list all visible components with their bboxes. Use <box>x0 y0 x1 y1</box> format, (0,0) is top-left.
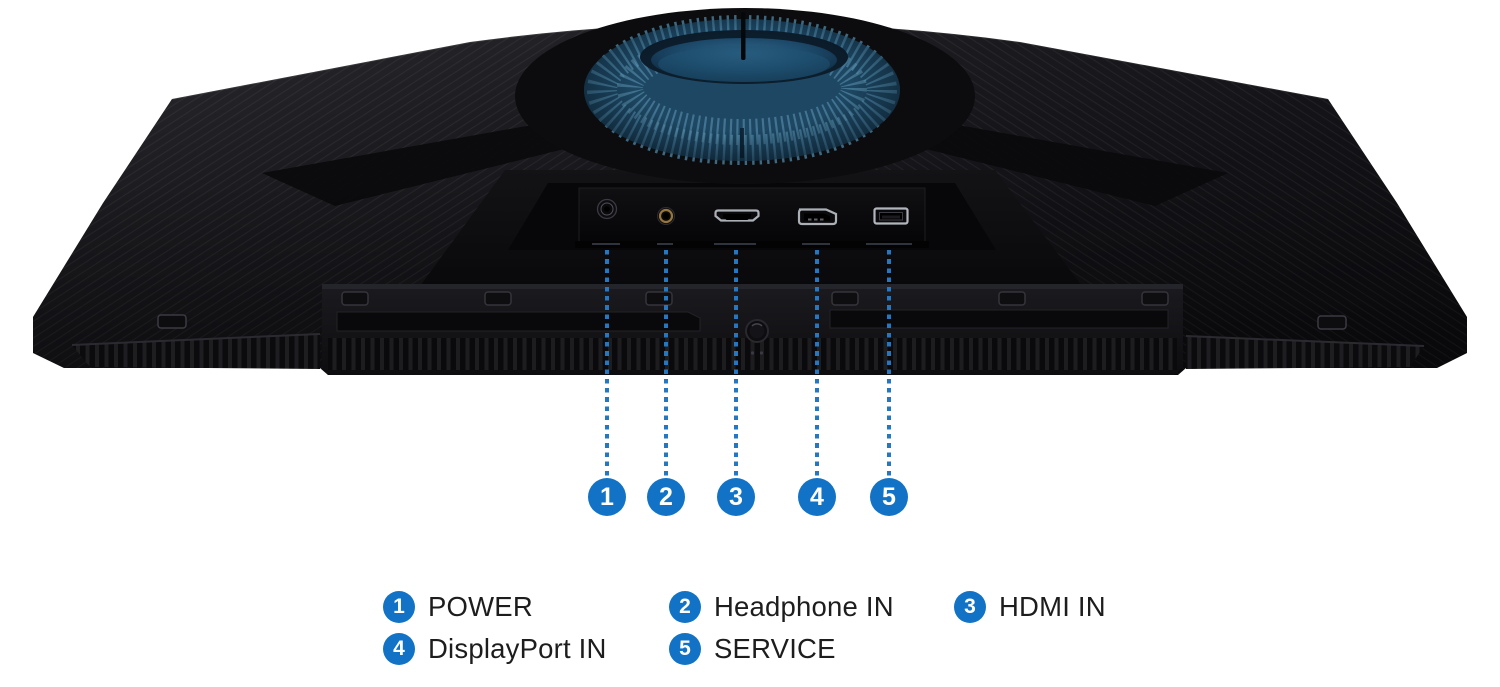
legend-label-displayport-in: DisplayPort IN <box>428 632 607 664</box>
callout-circle-2: 2 <box>647 478 685 516</box>
callout-circle-5: 5 <box>870 478 908 516</box>
callout-line-1 <box>605 250 609 478</box>
right-wing-cutout <box>1317 315 1347 330</box>
bottom-bezel-bar <box>322 284 1183 375</box>
usb-service-port-icon <box>873 207 909 225</box>
legend-item-displayport-in: 4 DisplayPort IN <box>383 632 607 665</box>
legend-label-power: POWER <box>428 590 533 622</box>
left-recessed-slot <box>336 311 701 332</box>
headphone-jack-icon <box>657 207 675 225</box>
legend-item-service: 5 SERVICE <box>669 632 836 665</box>
vent-ribs-center <box>328 338 1177 370</box>
left-wing-vent <box>71 333 321 369</box>
callout-circle-4: 4 <box>798 478 836 516</box>
legend-badge-4: 4 <box>383 632 415 665</box>
right-recessed-slot <box>829 309 1169 329</box>
legend-badge-1: 1 <box>383 590 415 623</box>
displayport-port-icon <box>797 208 838 226</box>
snap-clip-tabs <box>341 291 1169 306</box>
callout-circle-1: 1 <box>588 478 626 516</box>
legend-badge-5: 5 <box>669 632 701 665</box>
hdmi-port-icon <box>714 209 760 222</box>
legend-label-hdmi-in: HDMI IN <box>999 590 1106 622</box>
legend-badge-3: 3 <box>954 590 986 623</box>
left-wing-cutout <box>157 314 187 329</box>
joystick-power-button <box>745 319 769 343</box>
dc-power-jack-icon <box>596 198 618 220</box>
legend-label-service: SERVICE <box>714 632 836 664</box>
callout-line-4 <box>815 250 819 478</box>
callout-line-5 <box>887 250 891 478</box>
legend-item-headphone-in: 2 Headphone IN <box>669 590 894 623</box>
port-label-ticks <box>592 243 912 245</box>
callout-circle-3: 3 <box>717 478 755 516</box>
stand-mount-collar <box>515 8 975 184</box>
right-wing-vent <box>1185 335 1425 369</box>
legend-badge-2: 2 <box>669 590 701 623</box>
io-port-panel <box>575 187 929 248</box>
legend-label-headphone-in: Headphone IN <box>714 590 894 622</box>
legend-item-power: 1 POWER <box>383 590 533 623</box>
legend-item-hdmi-in: 3 HDMI IN <box>954 590 1106 623</box>
callout-line-3 <box>734 250 738 478</box>
callout-line-2 <box>664 250 668 478</box>
